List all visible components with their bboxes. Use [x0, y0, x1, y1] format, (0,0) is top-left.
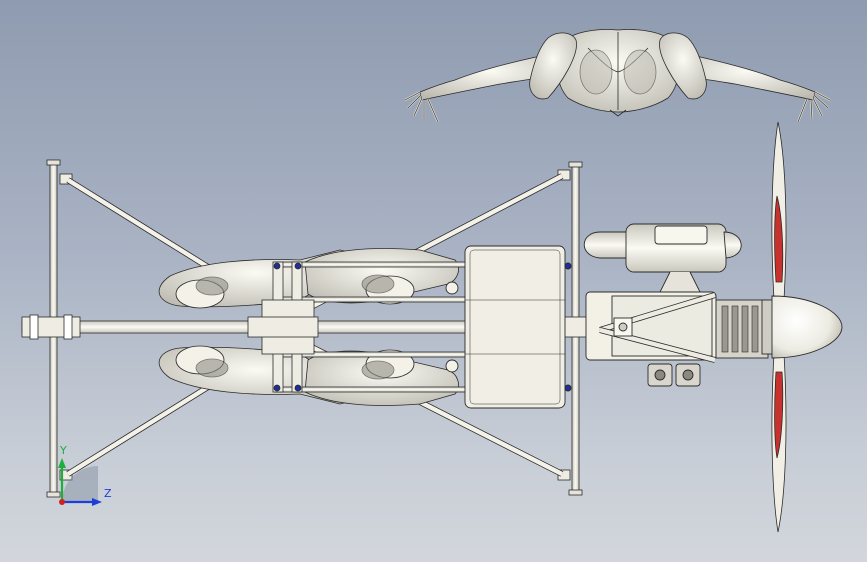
exhaust-muffler — [583, 223, 742, 293]
spinner — [761, 295, 843, 359]
triad-z-label: Z — [104, 487, 112, 500]
triad-y-label: Y — [59, 444, 67, 457]
orientation-triad[interactable]: Y Z — [58, 444, 112, 506]
pilot-figure — [404, 29, 831, 123]
engine — [585, 291, 769, 387]
fuel-tank — [445, 245, 572, 409]
pilot-legs — [158, 248, 476, 406]
